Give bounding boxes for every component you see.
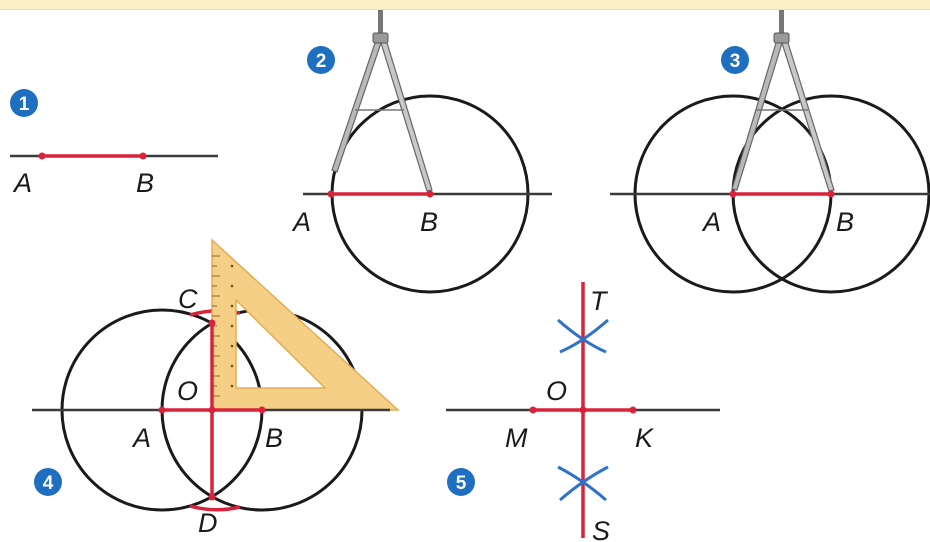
step-5-label-m: M — [505, 423, 528, 453]
step-2-point-b — [426, 190, 434, 198]
step-3-compass-icon — [731, 10, 835, 192]
step-1-label-a: A — [12, 168, 32, 198]
step-5-label-t: T — [590, 286, 609, 316]
svg-text:5: 5 — [456, 473, 467, 494]
step-2-panel: 2 A B — [291, 10, 552, 294]
step-4-badge: 4 — [34, 468, 62, 496]
step-1-panel: 1 A B — [10, 89, 218, 198]
step-2-label-a: A — [291, 207, 311, 237]
step-4-label-c: C — [178, 284, 198, 314]
step-2-compass-icon — [331, 10, 433, 192]
svg-text:2: 2 — [316, 51, 327, 72]
step-5-point-o — [579, 406, 587, 414]
step-3-label-a: A — [701, 207, 721, 237]
svg-text:1: 1 — [19, 94, 30, 115]
step-4-point-c — [208, 319, 216, 327]
step-4-set-square-icon — [211, 238, 400, 411]
step-5-point-k — [629, 406, 637, 414]
step-4-point-b — [258, 406, 266, 414]
step-1-label-b: B — [136, 168, 154, 198]
step-5-arc-marks-top — [557, 318, 609, 354]
top-highlight-strip — [0, 0, 930, 10]
svg-text:3: 3 — [730, 51, 741, 72]
step-3-label-b: B — [836, 207, 854, 237]
step-4-label-d: D — [198, 508, 218, 538]
step-4-arc-d — [189, 504, 241, 512]
step-4-point-a — [158, 406, 166, 414]
svg-text:4: 4 — [43, 473, 54, 494]
step-4-point-o — [208, 406, 216, 414]
step-4-label-a: A — [131, 423, 151, 453]
step-1-point-a — [38, 152, 46, 160]
step-5-panel: T O M K S 5 — [446, 282, 720, 542]
step-4-label-o: O — [177, 376, 198, 406]
step-3-point-b — [827, 190, 835, 198]
step-3-point-a — [729, 190, 737, 198]
step-4-panel: C O A B D 4 — [32, 238, 400, 538]
step-1-point-b — [139, 152, 147, 160]
step-5-label-o: O — [546, 376, 567, 406]
step-2-point-a — [327, 190, 335, 198]
step-5-point-m — [529, 406, 537, 414]
step-5-label-k: K — [635, 423, 654, 453]
step-4-label-b: B — [265, 423, 283, 453]
step-5-label-s: S — [592, 516, 610, 542]
step-5-arc-marks-bottom — [557, 465, 609, 502]
step-4-point-d — [208, 493, 216, 501]
step-1-badge: 1 — [10, 89, 38, 117]
step-2-badge: 2 — [307, 46, 335, 74]
step-3-badge: 3 — [721, 46, 749, 74]
step-2-label-b: B — [420, 207, 438, 237]
step-3-panel: 3 A B — [610, 10, 930, 294]
step-5-badge: 5 — [447, 468, 475, 496]
